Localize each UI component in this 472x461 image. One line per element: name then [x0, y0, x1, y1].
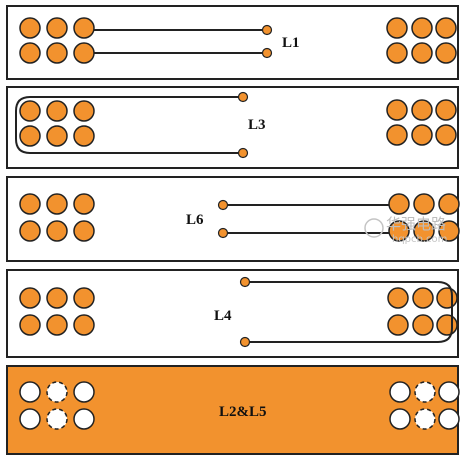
watermark-text: 华强电路 — [386, 215, 446, 233]
layer-l1-traces — [94, 29, 266, 54]
layer-l3-left-pad-array — [19, 100, 95, 147]
layer-l2-l5-right-antipads — [389, 381, 460, 430]
watermark-logo-icon — [364, 218, 384, 238]
layer-l6-right-pad-array — [388, 193, 460, 242]
layer-l6-trace-end-pads — [217, 199, 229, 239]
layer-l3-right-pad-array — [386, 99, 457, 146]
layer-l4-trace — [246, 281, 453, 343]
layer-l6-left-pad-array — [19, 193, 95, 242]
layer-l2-l5: L2&L5 — [6, 365, 460, 455]
layer-l4-trace-end-pads — [239, 276, 251, 348]
layer-l4-frame — [6, 269, 459, 358]
layer-l2-l5-left-antipads — [19, 381, 95, 430]
layer-l1-right-pad-array — [386, 17, 457, 64]
layer-l1-trace-end-pads — [261, 24, 273, 59]
layer-l4: L4 — [6, 269, 459, 358]
layer-l4-left-pad-array — [19, 287, 95, 336]
layer-l1-frame — [6, 5, 459, 80]
layer-l1-left-pad-array — [19, 17, 95, 64]
layer-l6-label: L6 — [186, 212, 204, 228]
layer-l3: L3 — [6, 86, 459, 169]
layer-l6-frame — [6, 176, 459, 262]
layer-l6-traces — [224, 204, 389, 234]
layer-l1: L1 — [6, 5, 459, 80]
layer-l2-l5-label: L2&L5 — [219, 404, 267, 420]
layer-l1-label: L1 — [282, 35, 300, 51]
layer-l3-trace — [15, 96, 242, 154]
watermark: 华强电路 hqpcb.com — [364, 215, 447, 245]
layer-l3-trace-end-pads — [237, 91, 249, 159]
layer-l6: L6 华强电路 hqpcb.com — [6, 176, 460, 262]
watermark-url: hqpcb.com — [392, 234, 447, 245]
layer-l4-label: L4 — [214, 308, 232, 324]
layer-l3-label: L3 — [248, 117, 266, 133]
